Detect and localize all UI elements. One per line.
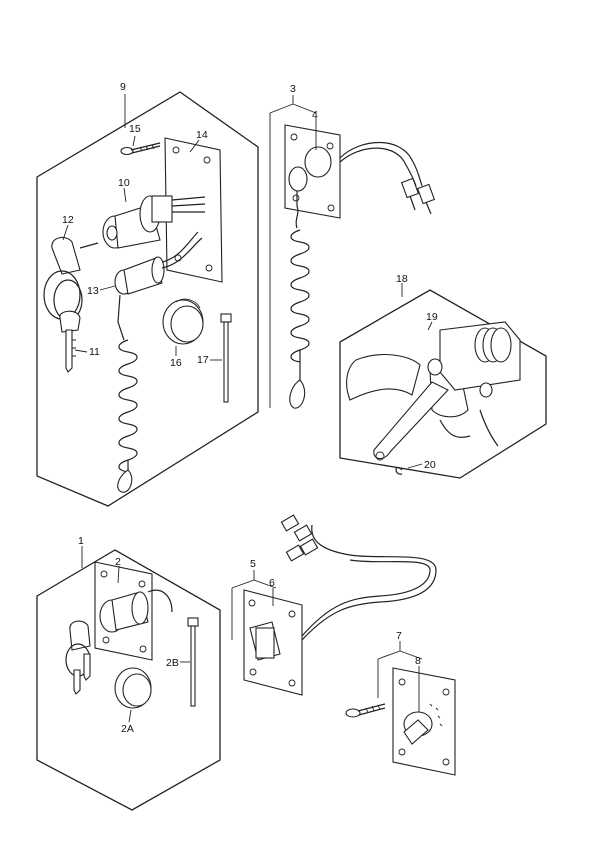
stop-switch-13 bbox=[114, 231, 203, 341]
lanyard-coil-9 bbox=[117, 339, 138, 493]
callout-2a: 2A bbox=[121, 723, 134, 735]
kit-group-5 bbox=[231, 514, 437, 696]
callout-2b: 2B bbox=[166, 657, 179, 669]
callout-16: 16 bbox=[170, 357, 182, 369]
kit-group-18 bbox=[339, 283, 547, 479]
mounting-plate-14 bbox=[164, 137, 223, 283]
screw-15 bbox=[120, 142, 161, 156]
cable-tie-17 bbox=[220, 313, 232, 403]
callout-6: 6 bbox=[269, 577, 275, 589]
callout-8: 8 bbox=[415, 655, 421, 667]
callout-18: 18 bbox=[396, 273, 408, 285]
callout-14: 14 bbox=[196, 129, 208, 141]
callout-19: 19 bbox=[426, 311, 438, 323]
kit-group-3 bbox=[269, 95, 436, 409]
callout-7: 7 bbox=[396, 630, 402, 642]
cap-16 bbox=[162, 298, 204, 345]
callout-11: 11 bbox=[89, 346, 100, 358]
callout-15: 15 bbox=[129, 123, 141, 135]
kit-group-9 bbox=[36, 91, 259, 507]
callout-10: 10 bbox=[118, 177, 130, 189]
callout-17: 17 bbox=[197, 354, 209, 366]
kit-group-7 bbox=[345, 641, 456, 776]
callout-4: 4 bbox=[312, 109, 318, 121]
kit-group-1 bbox=[36, 546, 221, 811]
callout-labels: 9 15 14 10 12 13 11 16 17 3 4 18 19 20 1… bbox=[62, 81, 438, 735]
callout-2: 2 bbox=[115, 556, 121, 568]
key-set-11-12 bbox=[43, 236, 99, 373]
callout-3: 3 bbox=[290, 83, 296, 95]
callout-9: 9 bbox=[120, 81, 126, 93]
ignition-switch-10 bbox=[102, 195, 206, 249]
leader-lines bbox=[62, 117, 433, 723]
callout-1: 1 bbox=[78, 535, 84, 547]
callout-12: 12 bbox=[62, 214, 74, 226]
callout-5: 5 bbox=[250, 558, 256, 570]
callout-20: 20 bbox=[424, 459, 436, 471]
callout-13: 13 bbox=[87, 285, 99, 297]
